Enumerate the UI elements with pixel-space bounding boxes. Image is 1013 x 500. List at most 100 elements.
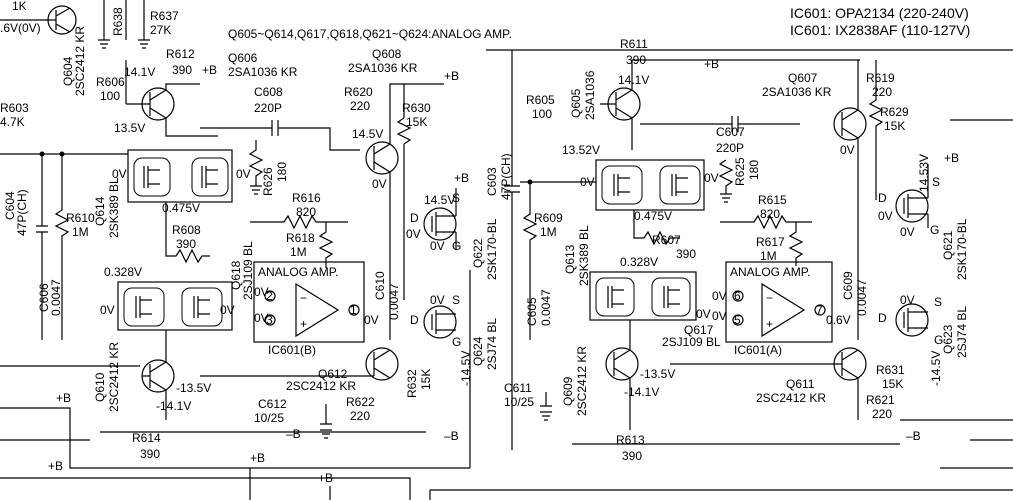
r613-label: R613 [616,433,645,447]
r611-label: R611 [620,37,648,51]
q617-part: 2SJ109 BL [662,335,721,349]
svg-text:7: 7 [816,303,823,317]
q621-g: G [930,223,939,237]
c608-label: C608 [254,85,283,99]
q621-d: D [878,191,887,205]
r614-label: R614 [132,431,161,445]
svg-text:−: − [300,291,307,305]
svg-text:+: + [766,317,773,331]
q610-label: Q610 [93,372,107,402]
c604-label: C604 [3,191,17,220]
q610-part: 2SC2412 KR [107,342,121,412]
r622-value: 220 [350,409,370,423]
c606-value: 0.0047 [49,279,63,316]
q622-fet [423,207,457,241]
r631-value: 15K [882,377,903,391]
q604-label: Q604 [61,56,75,86]
r630-value: 15K [406,115,427,129]
q623-part: 2SJ74 BL [955,306,969,358]
ic601a-v06: 0.6V [826,313,851,327]
q623-s: S [934,295,942,309]
r606-value: 100 [100,89,120,103]
q607-v0: 0V [840,143,855,157]
r625-v0: 0V [704,171,719,185]
r620-value: 220 [350,99,370,113]
right-neg-rail: –B [906,429,921,443]
q623-vm145: -14.5V [929,351,943,386]
r613-value: 390 [622,449,642,463]
c603-label: C603 [485,167,499,196]
svg-text:−: − [766,291,773,305]
r637-label: R637 [150,9,179,23]
r606-label: R606 [96,75,125,89]
r621-value: 220 [872,407,892,421]
q621-rail: +B [944,151,959,165]
r630-label: R630 [402,101,431,115]
ic-line-2: IC601: IX2838AF (110-127V) [790,22,970,38]
q624-label: Q624 [471,336,485,366]
q621-fet [895,189,929,223]
q622-label: Q622 [471,238,485,268]
r608-value: 390 [176,237,196,251]
c612-rail: –B [286,427,301,441]
q608-label: Q608 [372,47,402,61]
q606-v135: 13.5V [114,121,145,135]
svg-text:6: 6 [734,289,741,303]
r609-value: 1M [540,225,557,239]
q608-v145: 14.5V [352,127,383,141]
r612-value: 390 [172,63,192,77]
q604-voltage: .6V(0V) [0,21,41,35]
q622-v0-b: 0V [430,239,445,253]
q614-part: 2SK389 BL [107,177,121,238]
r629-label: R629 [880,105,909,119]
r631-label: R631 [876,363,905,377]
q622-part: 2SK170-BL [485,218,499,280]
q621-v0-b: 0V [900,225,915,239]
q605-part: 2SA1036 [583,70,597,120]
q624-g: G [452,335,461,349]
c611-value: 10/25 [504,395,534,409]
ic601a-v0-a: 0V [712,289,727,303]
r626-label: R626 [261,167,275,196]
r607-value: 390 [676,247,696,261]
q606-part: 2SA1036 KR [228,65,298,79]
q613-part: 2SK389 BL [577,225,591,286]
q622-v0: 0V [406,227,421,241]
q610-vm141: -14.1V [156,399,191,413]
r617-value: 1M [760,249,777,263]
q617-label: Q617 [684,323,714,337]
q621-label: Q621 [941,230,955,260]
q617-box [589,271,697,321]
bottom-rail-3: +B [250,451,265,465]
c609-value: 0.0047 [855,279,869,316]
svg-text:5: 5 [734,313,741,327]
q621-s: S [932,175,940,189]
r611-rail: +B [704,57,719,71]
q607-transistor [833,107,867,141]
r616-value: 820 [296,205,316,219]
q623-fet [895,303,929,337]
q613-label: Q613 [563,244,577,274]
svg-text:+: + [300,317,307,331]
q617-v0328: 0.328V [620,255,658,269]
q624-d: D [410,313,419,327]
q618-box [117,281,233,331]
q618-v0-left: 0V [100,303,115,317]
svg-text:1: 1 [350,303,357,317]
r605-label: R605 [526,93,555,107]
q605-label: Q605 [569,88,583,118]
q608-part: 2SA1036 KR [348,61,418,75]
q609-vm135: -13.5V [640,367,675,381]
ic601a-title: ANALOG AMP. [730,265,810,279]
c612-value: 10/25 [254,411,284,425]
r609-label: R609 [534,211,563,225]
r616-label: R616 [292,191,321,205]
c611-label: C611 [504,381,532,395]
r614-value: 390 [140,447,160,461]
c603-value: 47P(CH) [499,153,513,200]
q606-rail: +B [202,63,217,77]
c607-value: 220P [716,141,744,155]
r629-value: 15K [884,119,905,133]
r603-label: R603 [0,101,29,115]
q611-part: 2SC2412 KR [756,391,826,405]
